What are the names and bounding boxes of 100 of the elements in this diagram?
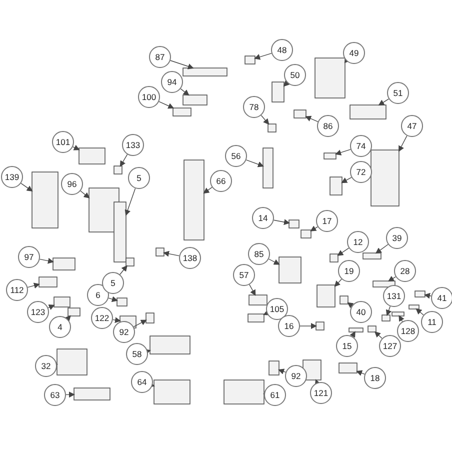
callout-number: 86 [317, 115, 339, 137]
leader-line [334, 278, 342, 287]
leader-line [388, 276, 396, 282]
part-box [172, 108, 192, 116]
leader-line [112, 317, 121, 323]
leader-line [300, 323, 317, 329]
leader-line [283, 80, 290, 87]
callout-number: 32 [35, 355, 57, 377]
leader-line [416, 308, 424, 316]
leader-line [254, 52, 272, 60]
leader-line [350, 331, 356, 338]
leader-line [39, 258, 54, 264]
callout-number: 121 [310, 382, 332, 404]
leader-line [108, 296, 118, 302]
part-box [150, 336, 190, 354]
callout-number: 58 [126, 343, 148, 365]
callout-number: 97 [18, 246, 40, 268]
leader-line [180, 88, 190, 96]
callout-number: 131 [383, 285, 405, 307]
part-box [372, 280, 396, 288]
part-box [38, 276, 58, 288]
callout-number: 47 [401, 115, 423, 137]
part-box [302, 360, 322, 380]
part-box [248, 294, 268, 306]
part-box [294, 110, 306, 118]
part-box [114, 202, 126, 262]
callout-number: 85 [248, 243, 270, 265]
leader-line [398, 135, 408, 152]
callout-number: 63 [44, 384, 66, 406]
leader-line [263, 310, 270, 316]
part-box [324, 152, 336, 160]
part-box [348, 328, 364, 332]
part-box [32, 172, 58, 228]
part-box [408, 304, 420, 310]
leader-line [335, 149, 351, 156]
part-box [414, 290, 426, 298]
callout-number: 28 [394, 260, 416, 282]
part-box [300, 230, 312, 238]
part-box [330, 254, 338, 262]
leader-line [386, 306, 392, 316]
callout-number: 66 [210, 170, 232, 192]
leader-line [314, 379, 321, 386]
callout-number: 101 [52, 131, 74, 153]
leader-line [133, 320, 147, 328]
leader-line [72, 144, 80, 150]
part-box [126, 258, 134, 266]
leader-line [310, 226, 318, 232]
callout-number: 17 [316, 210, 338, 232]
callout-number: 112 [6, 279, 28, 301]
part-box [368, 326, 376, 332]
leader-line [374, 331, 382, 339]
leader-line [27, 282, 40, 288]
part-box [316, 322, 324, 330]
callout-number: 50 [284, 64, 306, 86]
part-box [68, 308, 80, 316]
part-box [268, 124, 276, 132]
callout-number: 16 [278, 315, 300, 337]
callout-number: 49 [343, 42, 365, 64]
part-box [54, 296, 70, 308]
callout-number: 133 [122, 134, 144, 156]
leader-line [124, 188, 136, 216]
part-box [182, 68, 228, 76]
leader-line [64, 315, 71, 322]
part-box [370, 150, 400, 206]
part-box [56, 348, 88, 376]
part-box [146, 312, 154, 324]
callout-number: 105 [266, 298, 288, 320]
callout-number: 138 [179, 247, 201, 269]
part-box [154, 380, 190, 404]
callout-number: 87 [149, 46, 171, 68]
callout-number: 92 [285, 365, 307, 387]
part-box [156, 248, 164, 256]
leader-line [48, 304, 55, 310]
callout-number: 94 [161, 71, 183, 93]
leader-line [347, 302, 354, 308]
leader-line [203, 186, 212, 194]
part-box [392, 312, 404, 316]
part-box [182, 94, 208, 106]
leader-line [20, 182, 33, 192]
leader-line [268, 258, 280, 265]
callout-number: 6 [87, 284, 109, 306]
callout-number: 56 [225, 145, 247, 167]
callout-number: 61 [264, 384, 286, 406]
part-box [340, 296, 348, 304]
callout-number: 122 [91, 307, 113, 329]
part-box [244, 56, 256, 64]
leader-line [80, 190, 90, 198]
leader-line [341, 177, 352, 184]
part-box [52, 258, 76, 270]
leader-line [278, 368, 286, 374]
leader-line [337, 248, 350, 256]
callout-number: 14 [252, 207, 274, 229]
callout-number: 123 [27, 301, 49, 323]
leader-line [66, 392, 75, 398]
part-box [224, 380, 264, 404]
callout-number: 100 [138, 86, 160, 108]
part-box [316, 284, 336, 308]
leader-line [163, 250, 180, 257]
part-box [350, 104, 386, 120]
part-box [248, 314, 264, 322]
